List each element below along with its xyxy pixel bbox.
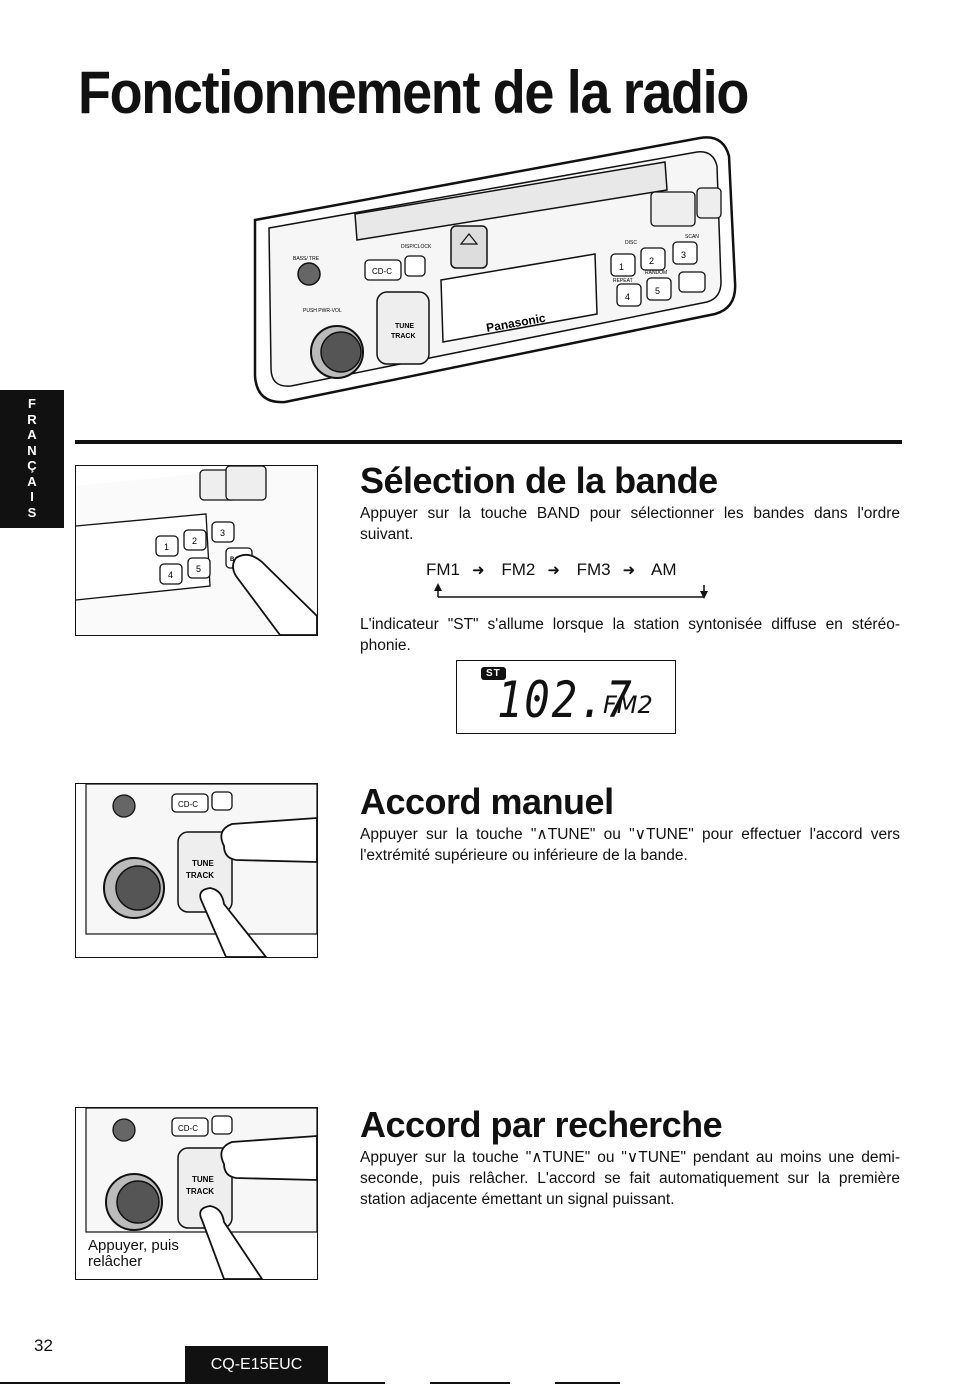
manual-tune-figure: CD-C TUNE TRACK (75, 783, 318, 958)
section-title-band: Sélection de la bande (360, 460, 718, 501)
language-letter: Ç (27, 458, 37, 473)
preset-1-label: 1 (619, 262, 624, 272)
seek-tune-figure: CD-C TUNE TRACK Appuyer, puis relâcher (75, 1107, 318, 1280)
tune-label: TUNE (192, 859, 214, 868)
disc-label: DISC (625, 240, 637, 246)
stereo-badge: ST (481, 667, 506, 680)
section-divider (75, 440, 902, 444)
preset-3-label: 3 (681, 250, 686, 260)
sequence-item: AM (651, 560, 677, 579)
language-letter: S (27, 504, 37, 520)
random-label: RANDOM (645, 270, 667, 276)
footer-rule (430, 1382, 510, 1384)
push-label: PUSH PWR-VOL (303, 308, 342, 314)
band-sequence: FM1 ➜ FM2 ➜ FM3 ➜ AM (426, 560, 685, 580)
cdc-label: CD-C (178, 1124, 198, 1133)
footer-rule (0, 1382, 385, 1384)
language-letter: N (27, 442, 37, 458)
page-title: Fonctionnement de la radio (78, 59, 749, 126)
page-number: 32 (34, 1336, 53, 1355)
track-label: TRACK (186, 871, 214, 880)
arrow-right-icon: ➜ (547, 562, 560, 579)
language-letter: A (27, 427, 37, 442)
loop-arrow-icon (434, 583, 708, 599)
preset-2-label: 2 (649, 256, 654, 266)
band-button-figure: 1 2 3 4 5 BAND (75, 465, 318, 636)
preset-3-label: 3 (220, 528, 225, 538)
preset-4-label: 4 (625, 292, 630, 302)
cdc-label: CD-C (372, 267, 392, 276)
sequence-item: FM1 (426, 560, 460, 579)
radio-display: ST 102.7 FM2 (456, 660, 676, 734)
language-letter: A (27, 473, 37, 489)
preset-5-label: 5 (655, 286, 660, 296)
track-label: TRACK (186, 1187, 214, 1196)
tune-label: TUNE (192, 1175, 214, 1184)
language-letter: I (30, 489, 34, 504)
footer-rule (555, 1382, 620, 1384)
track-label: TRACK (391, 333, 416, 340)
scan-label: SCAN (685, 234, 699, 240)
section-title-manual: Accord manuel (360, 781, 614, 822)
cdc-label: CD-C (178, 800, 198, 809)
seek-caption-line2: relâcher (88, 1253, 143, 1270)
seek-description: Appuyer sur la touche "∧TUNE" ou "∨TUNE"… (360, 1149, 900, 1208)
manual-description: Appuyer sur la touche "∧TUNE" ou "∨TUNE"… (360, 826, 900, 864)
language-letter: R (27, 411, 37, 427)
sequence-item: FM3 (576, 560, 611, 579)
language-letter: F (28, 396, 36, 411)
preset-1-label: 1 (164, 542, 169, 552)
band-description: Appuyer sur la touche BAND pour sélectio… (360, 505, 900, 543)
preset-5-label: 5 (196, 564, 201, 574)
arrow-right-icon: ➜ (622, 562, 636, 579)
section-title-seek: Accord par recherche (360, 1104, 723, 1145)
preset-2-label: 2 (192, 536, 197, 546)
sequence-item: FM2 (501, 560, 536, 579)
stereo-description: L'indicateur "ST" s'allume lorsque la st… (360, 616, 900, 654)
band-readout: FM2 (603, 691, 653, 719)
car-radio-illustration: Panasonic TUNE TRACK CD-C 1 2 3 4 5 BASS… (253, 136, 737, 404)
model-badge: CQ-E15EUC (185, 1346, 328, 1384)
language-tab: F R A N Ç A I S (0, 390, 64, 528)
bass-label: BASS/ TRE (293, 256, 320, 262)
frequency-readout: 102.7 (497, 671, 634, 729)
preset-4-label: 4 (168, 570, 173, 580)
disp-label: DISP/CLOCK (401, 244, 432, 250)
arrow-right-icon: ➜ (472, 562, 485, 579)
repeat-label: REPEAT (613, 278, 633, 284)
tune-label: TUNE (395, 323, 414, 330)
seek-caption-line1: Appuyer, puis (88, 1237, 179, 1254)
